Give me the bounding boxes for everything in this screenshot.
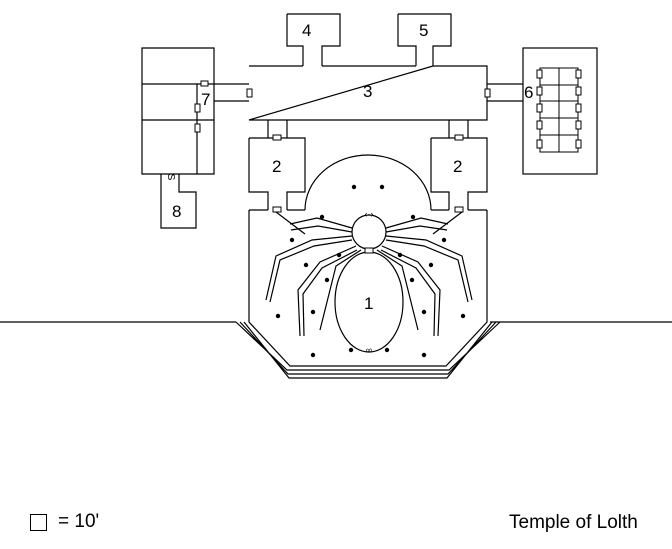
mark-bottom: ∞ (366, 345, 372, 355)
room-number-1: 1 (364, 294, 373, 313)
temple-apse (304, 154, 432, 211)
secret-door-marker: S (165, 174, 176, 181)
west-wing-7 (141, 47, 215, 175)
hall-3 (248, 65, 488, 121)
alcove-4 (286, 13, 341, 66)
map-title: Temple of Lolth (509, 512, 638, 533)
room-number-7: 7 (201, 90, 210, 109)
legend-scale-text: = 10' (58, 511, 100, 532)
dormitory-6 (522, 47, 598, 175)
temple-1-wall (248, 209, 488, 367)
antechamber-2-left (248, 137, 306, 210)
pillars (275, 184, 466, 358)
west-corridor (214, 83, 249, 102)
east-corridor (487, 83, 523, 102)
hall-passages (267, 120, 469, 138)
secret-room-8 (160, 174, 197, 229)
room-number-2-left: 2 (272, 157, 281, 176)
mark-top: ‹·› (365, 209, 374, 219)
map-legend: = 10' (30, 511, 99, 533)
room-number-5: 5 (419, 21, 428, 40)
beds (536, 67, 582, 153)
room-number-6: 6 (524, 83, 533, 102)
temple-steps (235, 321, 501, 379)
legend-square-icon (30, 513, 47, 531)
room-number-8: 8 (172, 202, 181, 221)
room-number-2-right: 2 (453, 157, 462, 176)
alcove-5 (397, 13, 452, 66)
spider-head (351, 214, 387, 250)
temple-corner-walls (275, 211, 463, 235)
spider-legs (265, 217, 473, 337)
spider-legs-inner (269, 225, 469, 337)
room-number-4: 4 (302, 21, 311, 40)
doors (194, 80, 491, 254)
room-number-3: 3 (363, 82, 372, 101)
